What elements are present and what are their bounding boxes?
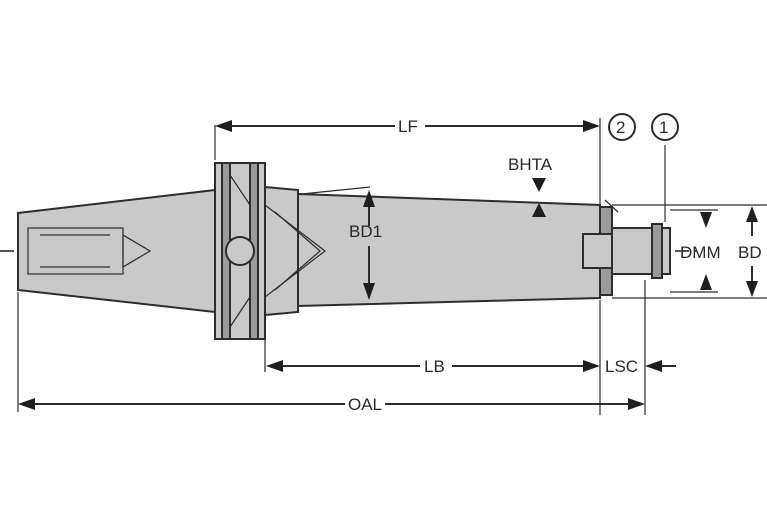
arbor-pilot [582,233,614,269]
bd1-label: BD1 [349,222,382,241]
screw-head [651,223,663,279]
bhta-label: BHTA [508,155,553,174]
callout-2-label: 2 [616,118,625,137]
bhta-arrow-bottom [532,203,546,217]
bd1-leader [301,186,371,195]
extension-body [297,192,601,308]
flange-hatch-1 [229,174,251,206]
callout-1-label: 1 [659,118,668,137]
bore-tip [122,233,152,269]
drive-slot-hole [225,236,255,266]
flange-neck [264,185,299,317]
flange-hatch-2 [229,296,251,328]
lf-label: LF [398,117,418,136]
bd1-arrow-bottom [363,283,375,300]
lf-arrow-right [583,120,600,132]
bd-arrow-top [746,206,758,222]
dmm-label: DMM [680,243,721,262]
lf-arrow-left [215,120,232,132]
dmm-arrow-top [700,212,712,228]
oal-arrow-left [18,398,35,410]
lb-arrow-left [266,360,283,372]
taper-shank [17,188,216,314]
oal-label: OAL [348,395,382,414]
lsc-arrow-right [645,360,662,372]
dmm-arrow-bottom [700,274,712,290]
bd-label: BD [738,243,762,262]
bhta-arrow-top [532,178,546,192]
lb-arrow-right [583,360,600,372]
screw-body [611,227,653,275]
callout-1 [651,113,679,141]
bd1-arrow-top [363,190,375,207]
screw-head-cap [661,227,671,275]
callout-2-leader [604,199,619,213]
lb-label: LB [424,357,445,376]
internal-cone-inner [274,211,321,291]
callout-2 [608,113,636,141]
oal-arrow-right [628,398,645,410]
lsc-label: LSC [605,357,638,376]
bd-arrow-bottom [746,281,758,297]
